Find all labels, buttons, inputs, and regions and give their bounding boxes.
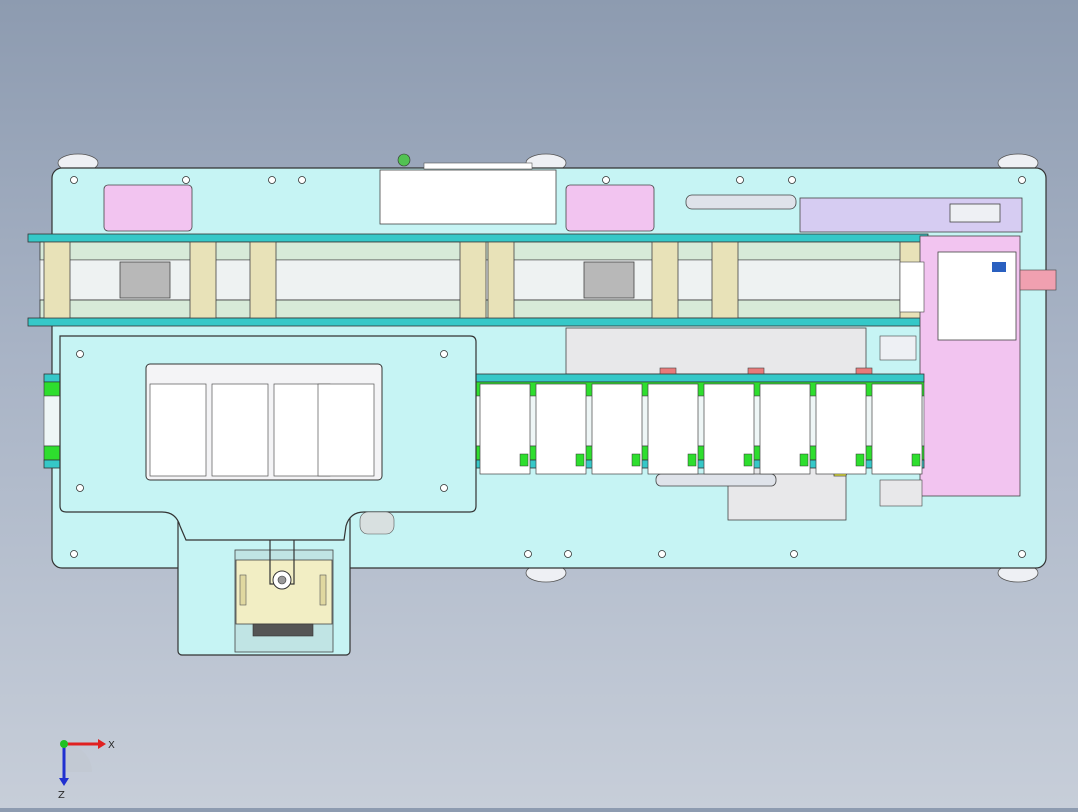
fixture-latch [687,453,697,467]
window-fixture-group [149,383,375,477]
mounting-hole [70,550,78,558]
mounting-hole [736,176,744,184]
mounting-hole [268,176,276,184]
lower-handle-plate [177,497,351,656]
mounting-hole [298,176,306,184]
fixture-latch [519,453,529,467]
mounting-hole [440,484,448,492]
mounting-hole [1018,176,1026,184]
mounting-hole [76,350,84,358]
window-fixture [211,383,269,477]
mounting-hole [790,550,798,558]
z-axis-label: Z [58,790,65,801]
mounting-hole [658,550,666,558]
mounting-hole [564,550,572,558]
x-axis-label: X [108,740,115,751]
triad-origin [60,740,68,748]
mounting-hole [1018,550,1026,558]
fixture-latch [575,453,585,467]
upper-roller [189,241,217,319]
mounting-hole [70,176,78,184]
fixture-latch [743,453,753,467]
fixture-latch [855,453,865,467]
upper-roller [459,241,487,319]
upper-roller [651,241,679,319]
upper-roller [711,241,739,319]
fixture-latch [799,453,809,467]
upper-conveyor [27,233,929,327]
mounting-hole [182,176,190,184]
mounting-hole [440,350,448,358]
fixture-latch [631,453,641,467]
upper-roller [249,241,277,319]
upper-roller [487,241,515,319]
mounting-hole [788,176,796,184]
fixture-latch [911,453,921,467]
coordinate-triad: X Z [58,739,115,801]
window-fixture [149,383,207,477]
lower-fixture-group [479,383,923,475]
mounting-hole [524,550,532,558]
window-fixture [317,383,375,477]
mounting-hole [76,484,84,492]
top-mounting-blocks [103,153,655,232]
right-drive-module [685,194,1057,497]
mounting-holes [70,176,1026,558]
front-cover-plate [59,335,477,541]
upper-roller [43,241,71,319]
mounting-hole [602,176,610,184]
